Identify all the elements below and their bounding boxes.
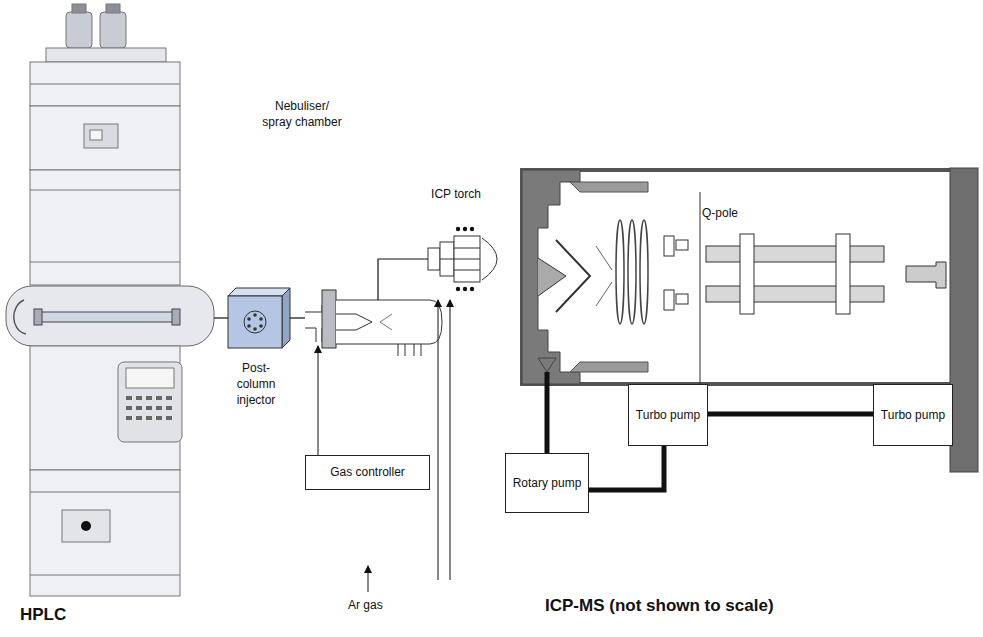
vacuum-line: [589, 446, 664, 490]
hplc-stack: [6, 4, 214, 596]
component-box: Turbo pump: [873, 384, 953, 446]
component-box: Turbo pump: [628, 384, 708, 446]
part-label: Ar gas: [348, 598, 383, 612]
component-label: HPLC: [20, 604, 90, 627]
component-label: Gas controller: [326, 462, 409, 482]
flow-line: [318, 346, 319, 455]
component-shape: ICP torch: [428, 234, 502, 282]
flow-line: [290, 317, 305, 318]
component-box: Gas controller: [305, 455, 430, 490]
injector-cube: [228, 288, 290, 348]
component-shape: HPLC: [6, 0, 214, 598]
component-shape: Nebuliser/ spray chamber: [305, 288, 443, 346]
component-label: Nebuliser/ spray chamber: [262, 98, 342, 130]
icp-ms-housing: [522, 168, 978, 472]
spray-chamber: [305, 290, 442, 356]
vacuum-line: [545, 372, 550, 453]
component-label: Turbo pump: [877, 405, 949, 425]
vacuum-line: [708, 412, 873, 417]
gas-lines: [368, 300, 450, 592]
part-label: Q-pole: [702, 206, 738, 220]
component-label: Post- column injector: [222, 360, 290, 409]
component-label: Rotary pump: [509, 473, 586, 493]
component-box: Rotary pump: [505, 453, 589, 513]
component-shape: Post- column injector: [228, 290, 290, 348]
icp-torch: [428, 227, 497, 291]
component-label: ICP torch: [416, 186, 496, 202]
flow-line: [378, 259, 428, 300]
section-title: ICP-MS (not shown to scale): [545, 596, 774, 616]
component-label: Turbo pump: [632, 405, 704, 425]
flow-line: [214, 317, 228, 318]
